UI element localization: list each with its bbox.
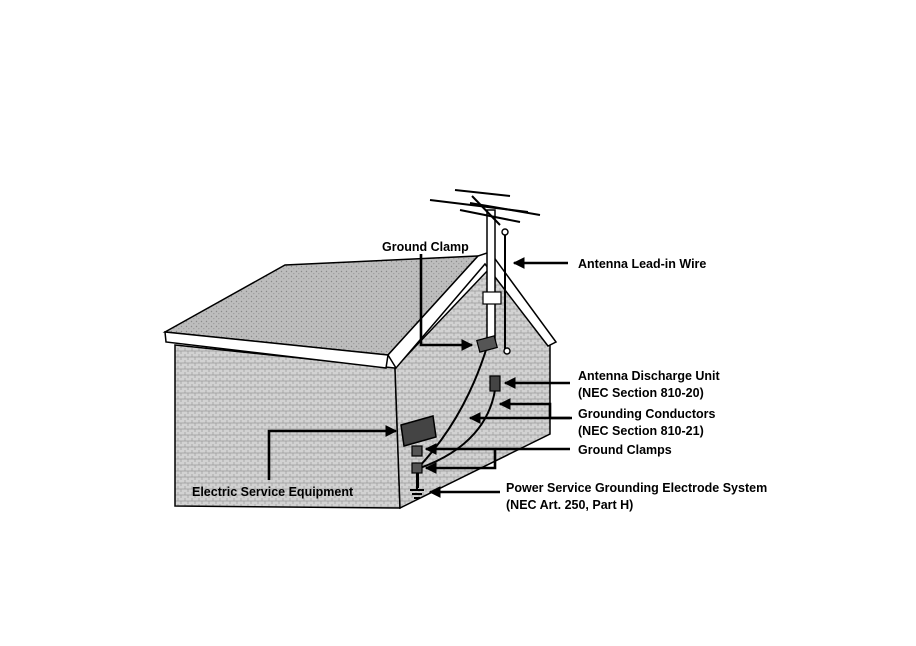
label-ground-clamp: Ground Clamp	[382, 240, 469, 254]
antenna-mast	[487, 210, 495, 345]
lead-in-entry-connector	[504, 348, 510, 354]
label-grounding-conductors-ref: (NEC Section 810-21)	[578, 424, 704, 438]
label-antenna-lead-in: Antenna Lead-in Wire	[578, 257, 706, 271]
label-electric-service: Electric Service Equipment	[192, 485, 354, 499]
mast-standoff	[483, 292, 501, 304]
house-front-wall	[175, 345, 400, 508]
label-grounding-conductors: Grounding Conductors	[578, 407, 716, 421]
label-power-service-ref: (NEC Art. 250, Part H)	[506, 498, 633, 512]
lead-in-top-connector	[502, 229, 508, 235]
lower-ground-clamp-2	[412, 463, 422, 473]
lower-ground-clamp-1	[412, 446, 422, 456]
antenna-discharge-unit	[490, 376, 500, 391]
label-discharge-unit: Antenna Discharge Unit	[578, 369, 721, 383]
label-ground-clamps: Ground Clamps	[578, 443, 672, 457]
label-discharge-unit-ref: (NEC Section 810-20)	[578, 386, 704, 400]
label-power-service: Power Service Grounding Electrode System	[506, 481, 767, 495]
